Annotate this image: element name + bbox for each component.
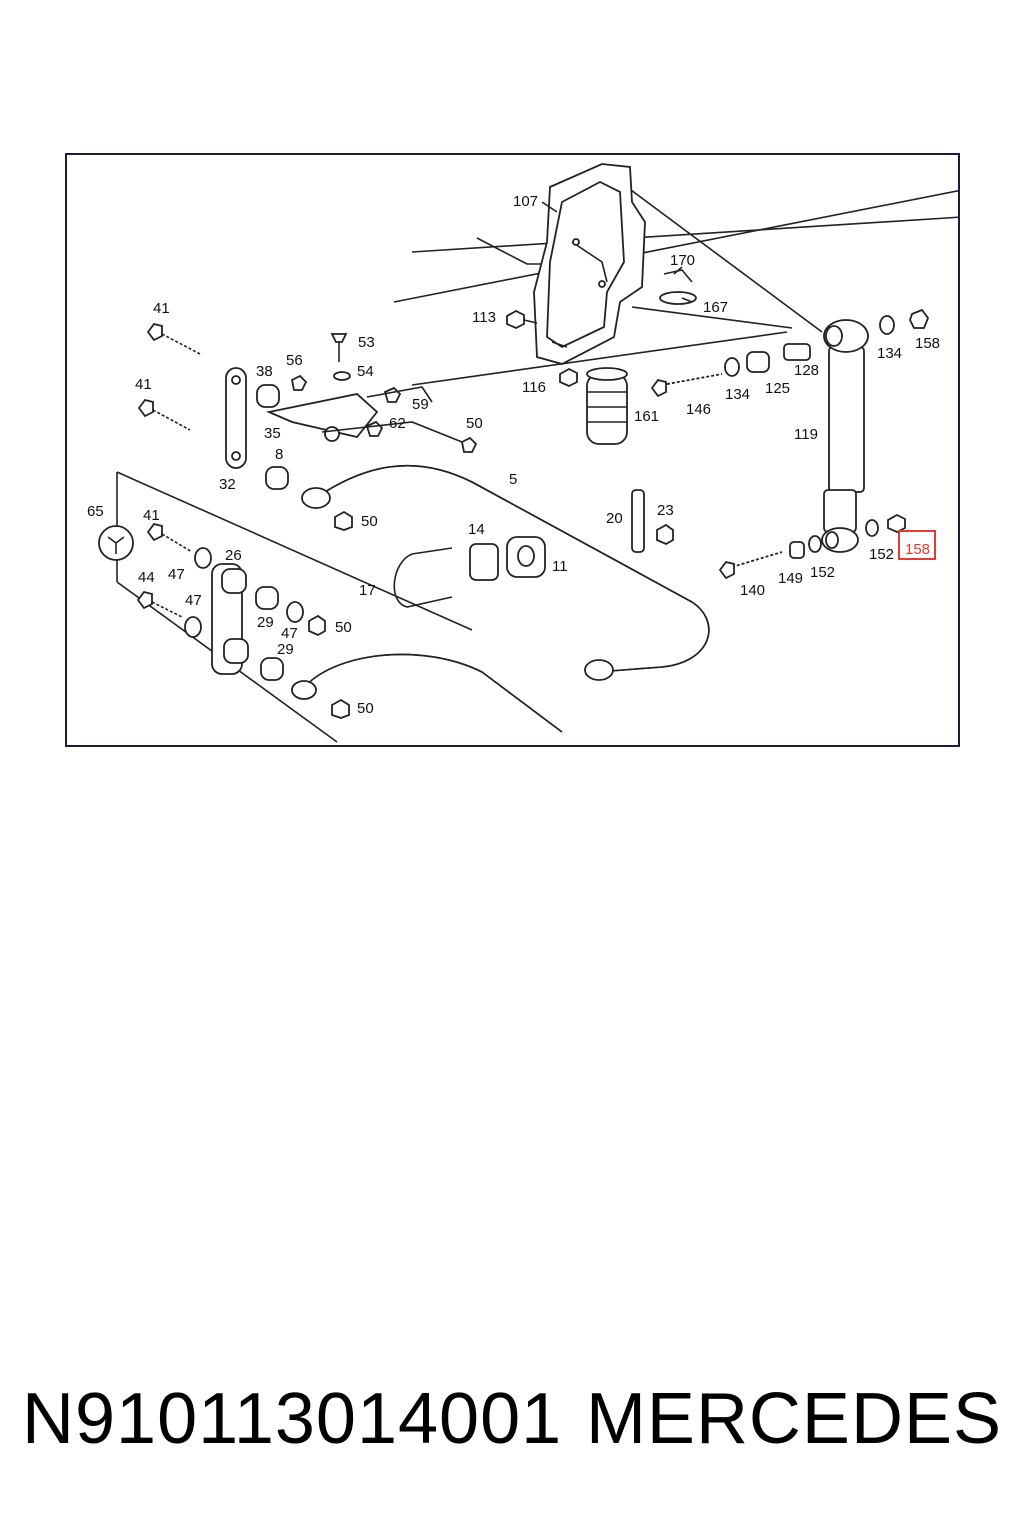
callout-167: 167: [703, 299, 728, 316]
callout-107: 107: [513, 193, 538, 210]
callout-116: 116: [522, 379, 546, 396]
callout-125: 125: [765, 380, 790, 397]
callout-54: 54: [357, 363, 374, 380]
callout-38: 38: [256, 363, 273, 380]
callout-labels: 107 170 167 113 116 161 146 134 125 128 …: [87, 193, 940, 717]
callout-47: 47: [168, 566, 185, 583]
callout-134: 134: [877, 345, 902, 362]
left-linkage: [137, 322, 478, 490]
callout-152: 152: [810, 564, 835, 581]
callout-14: 14: [468, 521, 485, 538]
callout-23: 23: [657, 502, 674, 519]
callout-47: 47: [281, 625, 298, 642]
callout-128: 128: [794, 362, 819, 379]
callout-8: 8: [275, 446, 283, 463]
callout-158-highlighted: 158: [905, 541, 930, 558]
callout-41: 41: [153, 300, 170, 317]
callout-152: 152: [869, 546, 894, 563]
leader-lines: [541, 201, 693, 348]
bracket-107: [533, 163, 646, 365]
callout-5: 5: [509, 471, 517, 488]
callout-56: 56: [286, 352, 303, 369]
callout-29: 29: [277, 641, 294, 658]
callout-140: 140: [740, 582, 765, 599]
frame-rails: [393, 186, 958, 386]
callout-26: 26: [225, 547, 242, 564]
callout-149: 149: [778, 570, 803, 587]
brand-caption: MERCEDES: [585, 1379, 1002, 1459]
callout-170: 170: [670, 252, 695, 269]
callout-41: 41: [135, 376, 152, 393]
exploded-parts-diagram: 107 170 167 113 116 161 146 134 125 128 …: [87, 163, 958, 743]
callout-50: 50: [335, 619, 352, 636]
callout-44: 44: [138, 569, 155, 586]
callout-50: 50: [357, 700, 374, 717]
stabilizer-bar-5: [291, 464, 710, 733]
callout-158: 158: [915, 335, 940, 352]
part-number-caption: N910113014001: [22, 1379, 563, 1459]
callout-134: 134: [725, 386, 750, 403]
rubber-buffer-161: [586, 367, 628, 445]
highlight-box: [898, 530, 936, 560]
callout-50: 50: [466, 415, 483, 432]
washer-167: [659, 269, 697, 305]
callout-20: 20: [606, 510, 623, 527]
callout-113: 113: [472, 309, 496, 326]
callout-62: 62: [389, 415, 406, 432]
lower-bracket-assembly: [98, 471, 473, 743]
callout-47: 47: [185, 592, 202, 609]
upper-hardware: [506, 308, 930, 398]
callout-35: 35: [264, 425, 281, 442]
callout-29: 29: [257, 614, 274, 631]
callout-11: 11: [552, 558, 568, 575]
callout-161: 161: [634, 408, 659, 425]
callout-41: 41: [143, 507, 160, 524]
callout-17: 17: [359, 582, 376, 599]
callout-146: 146: [686, 401, 711, 418]
diagram-frame: 107 170 167 113 116 161 146 134 125 128 …: [65, 153, 960, 747]
shock-absorber-119: [821, 319, 869, 553]
callout-50: 50: [361, 513, 378, 530]
callout-59: 59: [412, 396, 429, 413]
callout-53: 53: [358, 334, 375, 351]
callout-119: 119: [794, 426, 818, 443]
callout-32: 32: [219, 476, 236, 493]
callout-65: 65: [87, 503, 104, 520]
clamp-and-bushings: [393, 489, 674, 608]
lower-shock-hardware: [718, 513, 906, 580]
